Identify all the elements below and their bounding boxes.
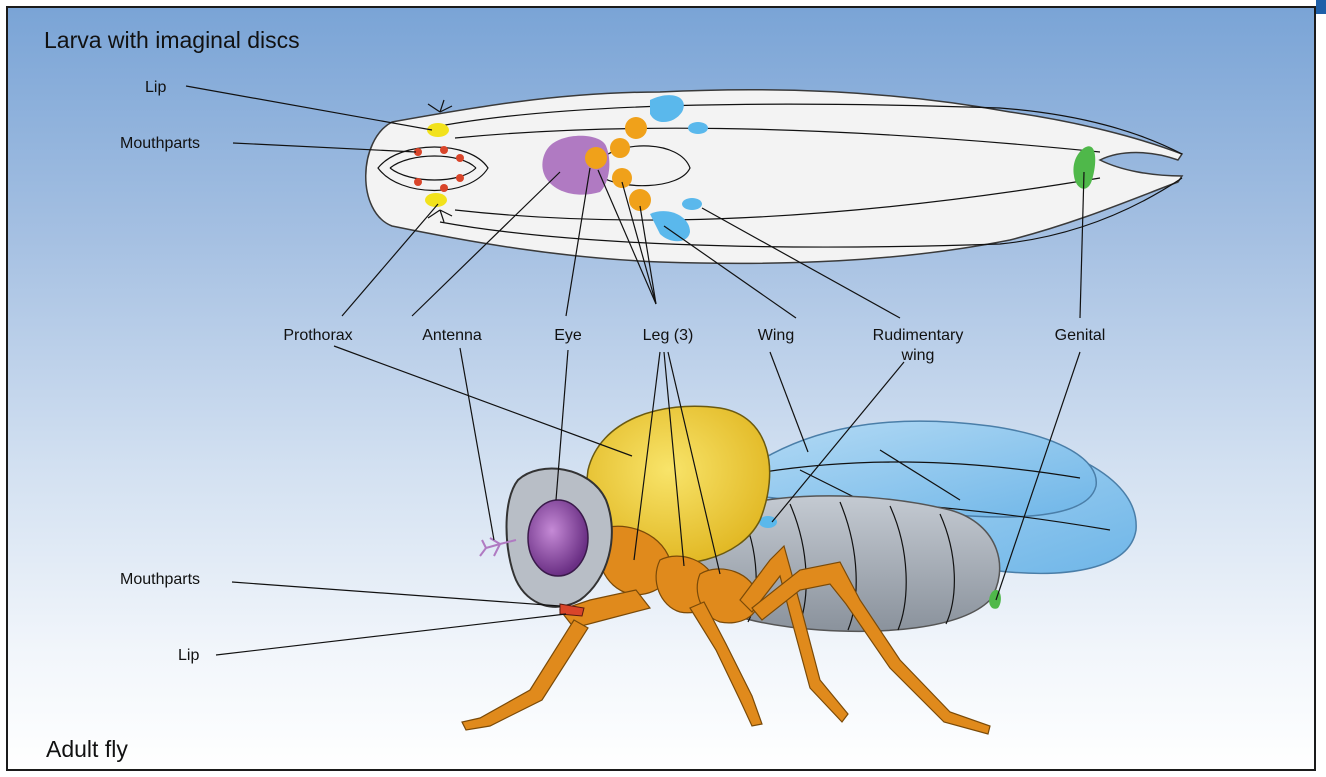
lip-disc-bottom [425,193,447,207]
larva [366,90,1182,264]
leg-disc [585,147,607,169]
adult-fly [462,406,1136,734]
label-rudimentary-wing-line1: Rudimentary [873,327,964,344]
label-rudimentary-wing-line2: wing [901,347,935,364]
label-prothorax: Prothorax [283,327,352,344]
label-leg: Leg (3) [643,327,694,344]
label-genital: Genital [1055,327,1106,344]
label-eye: Eye [554,327,582,344]
larva-title: Larva with imaginal discs [44,27,300,53]
label-lip-top: Lip [145,79,166,96]
fly-haltere [759,516,777,528]
adult-title: Adult fly [46,736,128,762]
fly-eye [528,500,588,576]
larva-body [366,90,1182,264]
label-mouthparts-bottom: Mouthparts [120,571,200,588]
label-lip-bottom: Lip [178,647,199,664]
label-antenna: Antenna [422,327,482,344]
label-mouthparts-top: Mouthparts [120,135,200,152]
rudimentary-wing-disc [682,198,702,210]
label-wing: Wing [758,327,794,344]
